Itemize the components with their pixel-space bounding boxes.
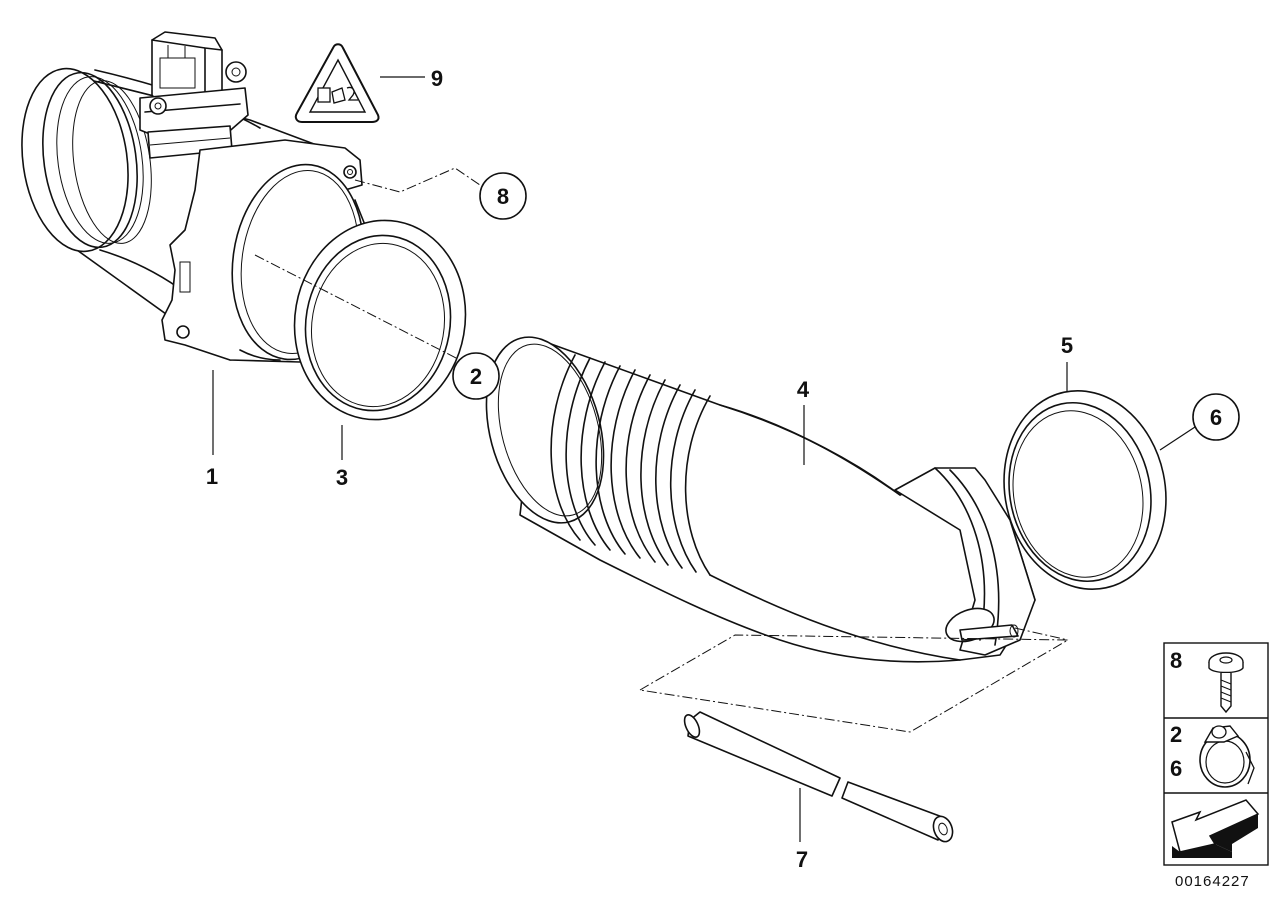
callout-8-circle (479, 172, 527, 220)
sealing-ring-right (1003, 389, 1167, 591)
vent-hose (683, 711, 954, 843)
assembly-lines (254, 167, 1070, 733)
sealing-ring (293, 219, 467, 421)
leader-lines (212, 76, 1196, 842)
reference-number: 00164227 (1175, 873, 1250, 890)
callout-1: 1 (206, 464, 218, 489)
legend-label-2: 2 (1170, 722, 1182, 747)
callout-7: 7 (796, 847, 808, 872)
callout-5: 5 (1061, 333, 1073, 358)
intake-duct (485, 336, 1036, 663)
direction-arrow-icon (1171, 799, 1260, 858)
callouts: 1 2 3 4 5 6 7 8 9 (206, 66, 1240, 872)
legend-label-8: 8 (1170, 648, 1182, 673)
callout-6-circle (1192, 393, 1240, 441)
callout-4: 4 (797, 377, 810, 402)
hose-clamp-icon (1199, 725, 1255, 788)
callout-6: 6 (1210, 405, 1222, 430)
bolt-icon (1208, 652, 1244, 714)
warning-triangle-icon (294, 43, 380, 123)
callout-3: 3 (336, 465, 348, 490)
callout-8: 8 (497, 184, 509, 209)
parts-legend: 8 2 6 (1163, 642, 1269, 866)
legend-label-6: 6 (1170, 756, 1182, 781)
callout-9: 9 (431, 66, 443, 91)
callout-2: 2 (470, 364, 482, 389)
callout-2-circle (452, 352, 500, 400)
